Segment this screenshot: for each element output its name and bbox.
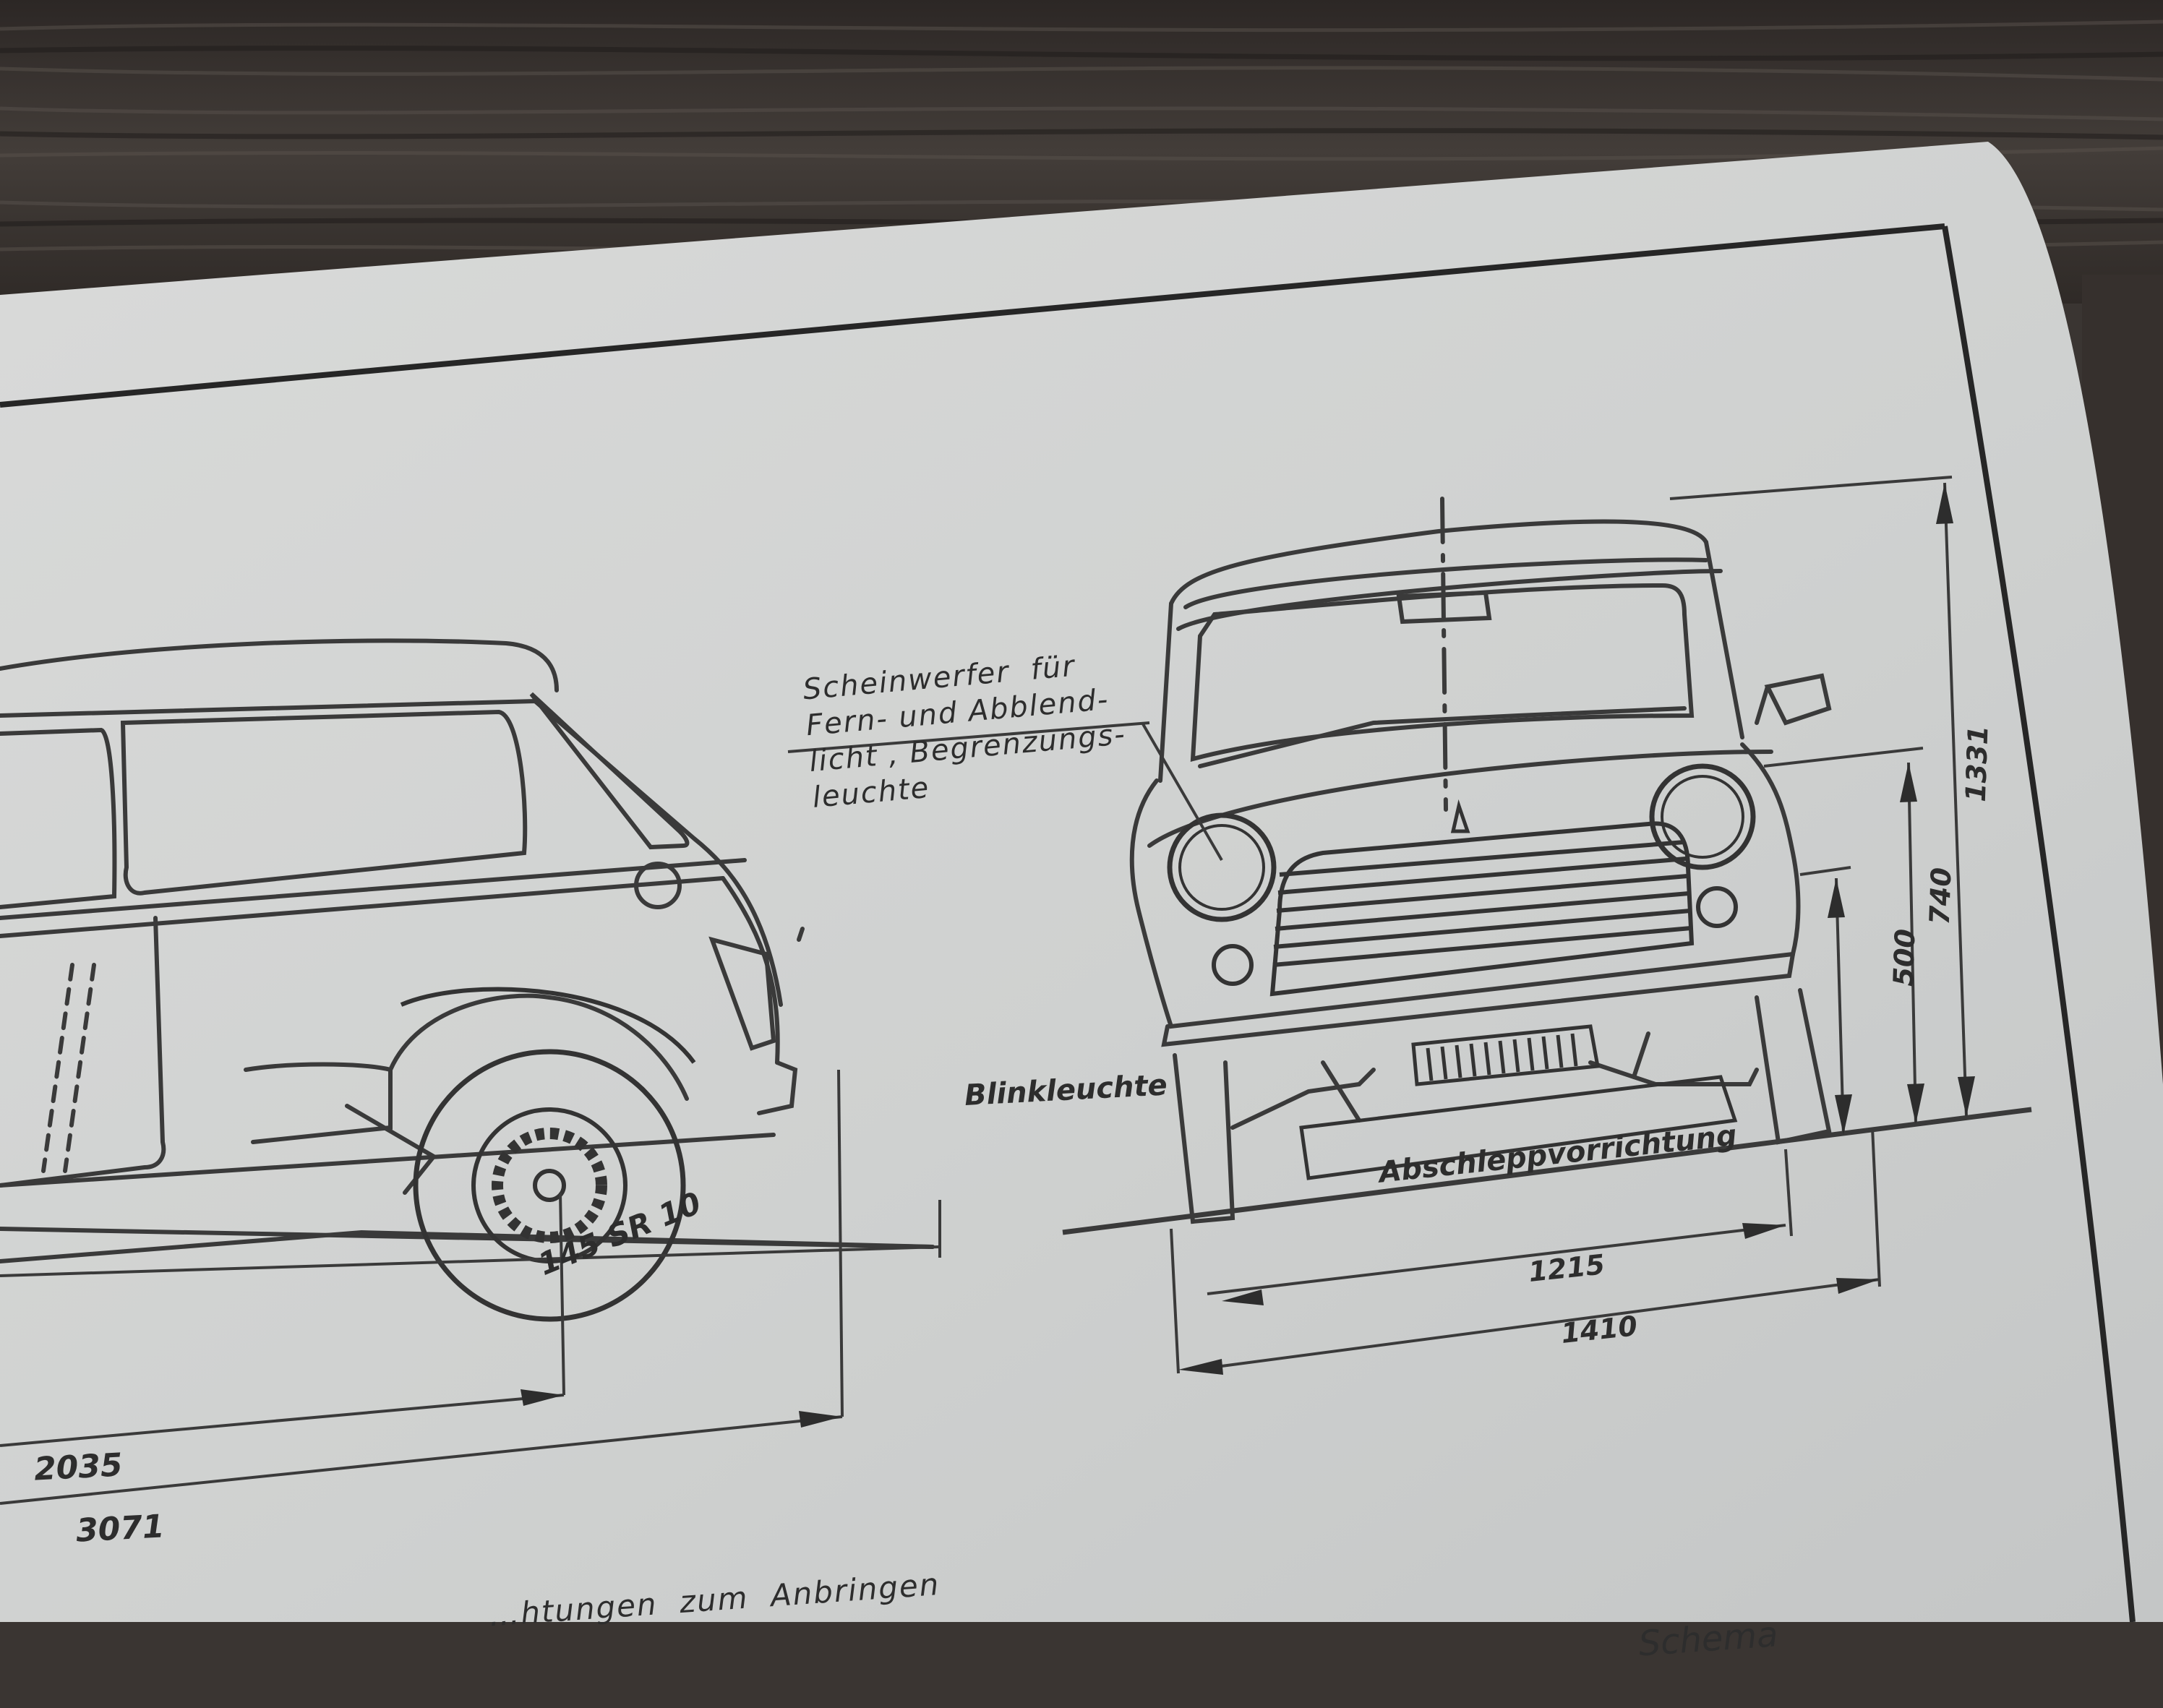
dim-overall-width-text: 1410 [1559,1310,1640,1349]
front-grille [1269,821,1695,997]
turn-signal-label-text: Blinkleuchte [964,1068,1168,1112]
dim-height-1331-text: 1331 [1959,724,1995,803]
footer-left-text-content: …htungen zum Anbringen [487,1566,941,1634]
dim-height-500-text: 500 [1887,928,1922,987]
front-dimension-arrows [1178,483,1975,1375]
drawing-border [0,223,2136,1623]
front-headlamps [1167,763,1756,986]
photo-scene: Scheinwerfer für Fern- und Abblend- lich… [0,0,2163,1664]
side-dimension-arrows [521,1389,842,1428]
dim-overall-width: 1410 [1518,1278,1642,1385]
dim-height-1331: 1331 [1927,724,2026,841]
turn-signal-label: Blinkleuchte [922,1035,1170,1147]
side-dimension-lines [0,1069,941,1505]
dim-side-3071: 3071 [29,1471,168,1588]
tow-device-label-text: Abschleppvorrichtung [1377,1118,1739,1190]
photo-svg [0,0,2163,1623]
dim-side-3071-text: 3071 [74,1508,166,1550]
dim-height-500: 500 [1854,927,1953,1026]
dim-height-740-text: 740 [1923,867,1958,926]
headlamp-callout-text: Scheinwerfer für Fern- und Abblend- lich… [801,649,1128,815]
footer-right-text: Schema [1590,1574,1782,1707]
front-tow-plate [1299,1024,1738,1180]
car-side-view [0,638,935,1263]
car-front-view [1129,497,1832,1224]
side-view-wheel [400,987,696,1322]
paper-sheet [0,142,2163,1622]
front-dimension-lines [787,476,2032,1374]
headlamp-callout: Scheinwerfer für Fern- und Abblend- lich… [795,572,1137,888]
